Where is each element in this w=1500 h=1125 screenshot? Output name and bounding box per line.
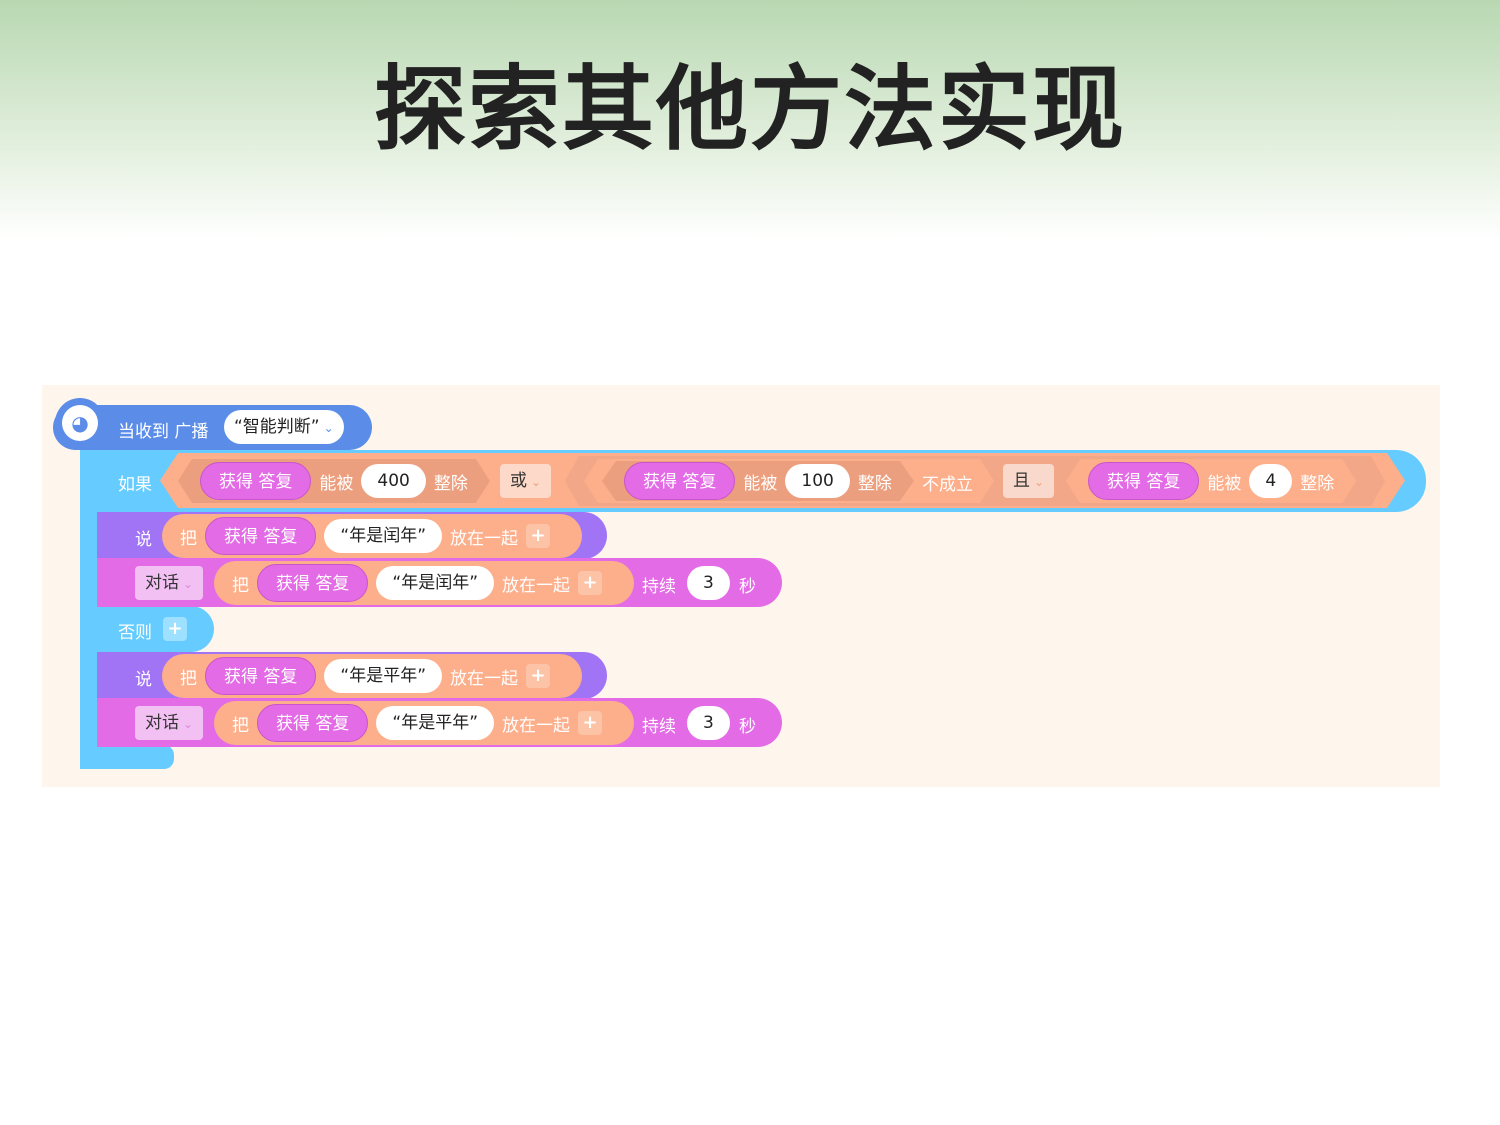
seconds-unit: 秒 (739, 717, 756, 737)
add-item-button[interactable]: + (578, 711, 603, 735)
dialog-type-dropdown[interactable]: 对话⌄ (135, 706, 204, 740)
join-label: 放在一起 (502, 715, 571, 736)
number-input[interactable]: 4 (1249, 464, 1292, 498)
hat-label: 当收到 广播 (118, 422, 209, 442)
answer-reporter[interactable]: 获得 答复 (257, 564, 369, 602)
condition-100[interactable]: 获得 答复 能被 100 整除 (602, 461, 914, 501)
answer-reporter[interactable]: 获得 答复 (205, 517, 317, 555)
join-block[interactable]: 把 获得 答复 “年是平年” 放在一起 + (162, 654, 582, 698)
else-row (80, 606, 214, 652)
divide-label: 整除 (433, 473, 468, 494)
dialog-type-dropdown[interactable]: 对话⌄ (135, 566, 204, 600)
condition-4[interactable]: 获得 答复 能被 4 整除 (1066, 459, 1356, 503)
seconds-input[interactable]: 3 (687, 706, 730, 740)
divide-label: 整除 (1300, 473, 1335, 494)
broadcast-dropdown[interactable]: “智能判断”⌄ (224, 410, 344, 444)
seconds-unit: 秒 (739, 577, 756, 597)
text-input[interactable]: “年是平年” (376, 706, 495, 740)
text-input[interactable]: “年是闰年” (324, 519, 443, 553)
broadcast-icon: ◕ (62, 405, 98, 441)
add-item-button[interactable]: + (578, 571, 603, 595)
condition-400[interactable]: 获得 答复 能被 400 整除 (178, 459, 490, 503)
join-label: 放在一起 (450, 668, 519, 689)
answer-reporter[interactable]: 获得 答复 (205, 657, 317, 695)
duration-label: 持续 (642, 717, 676, 737)
join-block[interactable]: 把 获得 答复 “年是闰年” 放在一起 + (162, 514, 582, 558)
text-input[interactable]: “年是闰年” (376, 566, 495, 600)
put-label: 把 (180, 668, 197, 689)
add-else-button[interactable]: + (163, 617, 187, 641)
say-label: 说 (135, 670, 152, 690)
and-dropdown[interactable]: 且⌄ (1003, 464, 1055, 498)
join-label: 放在一起 (450, 528, 519, 549)
answer-reporter[interactable]: 获得 答复 (624, 462, 735, 500)
seconds-input[interactable]: 3 (687, 566, 730, 600)
answer-reporter[interactable]: 获得 答复 (257, 704, 369, 742)
say-label: 说 (135, 530, 152, 550)
put-label: 把 (180, 528, 197, 549)
join-label: 放在一起 (502, 575, 571, 596)
number-input[interactable]: 400 (361, 464, 425, 498)
if-block-footer (80, 745, 174, 769)
put-label: 把 (232, 575, 249, 596)
join-block[interactable]: 把 获得 答复 “年是平年” 放在一起 + (214, 701, 634, 745)
answer-reporter[interactable]: 获得 答复 (200, 462, 311, 500)
divisible-label: 能被 (743, 473, 778, 494)
if-label: 如果 (118, 475, 152, 495)
answer-reporter[interactable]: 获得 答复 (1088, 462, 1199, 500)
not-label: 不成立 (922, 475, 973, 495)
add-item-button[interactable]: + (526, 664, 551, 688)
page-title: 探索其他方法实现 (373, 56, 1126, 163)
join-block[interactable]: 把 获得 答复 “年是闰年” 放在一起 + (214, 561, 634, 605)
add-item-button[interactable]: + (526, 524, 551, 548)
text-input[interactable]: “年是平年” (324, 659, 443, 693)
divisible-label: 能被 (1207, 473, 1242, 494)
or-dropdown[interactable]: 或⌄ (500, 464, 552, 498)
duration-label: 持续 (642, 577, 676, 597)
number-input[interactable]: 100 (785, 464, 849, 498)
else-label: 否则 (118, 623, 152, 643)
put-label: 把 (232, 715, 249, 736)
divide-label: 整除 (857, 473, 892, 494)
divisible-label: 能被 (319, 473, 354, 494)
